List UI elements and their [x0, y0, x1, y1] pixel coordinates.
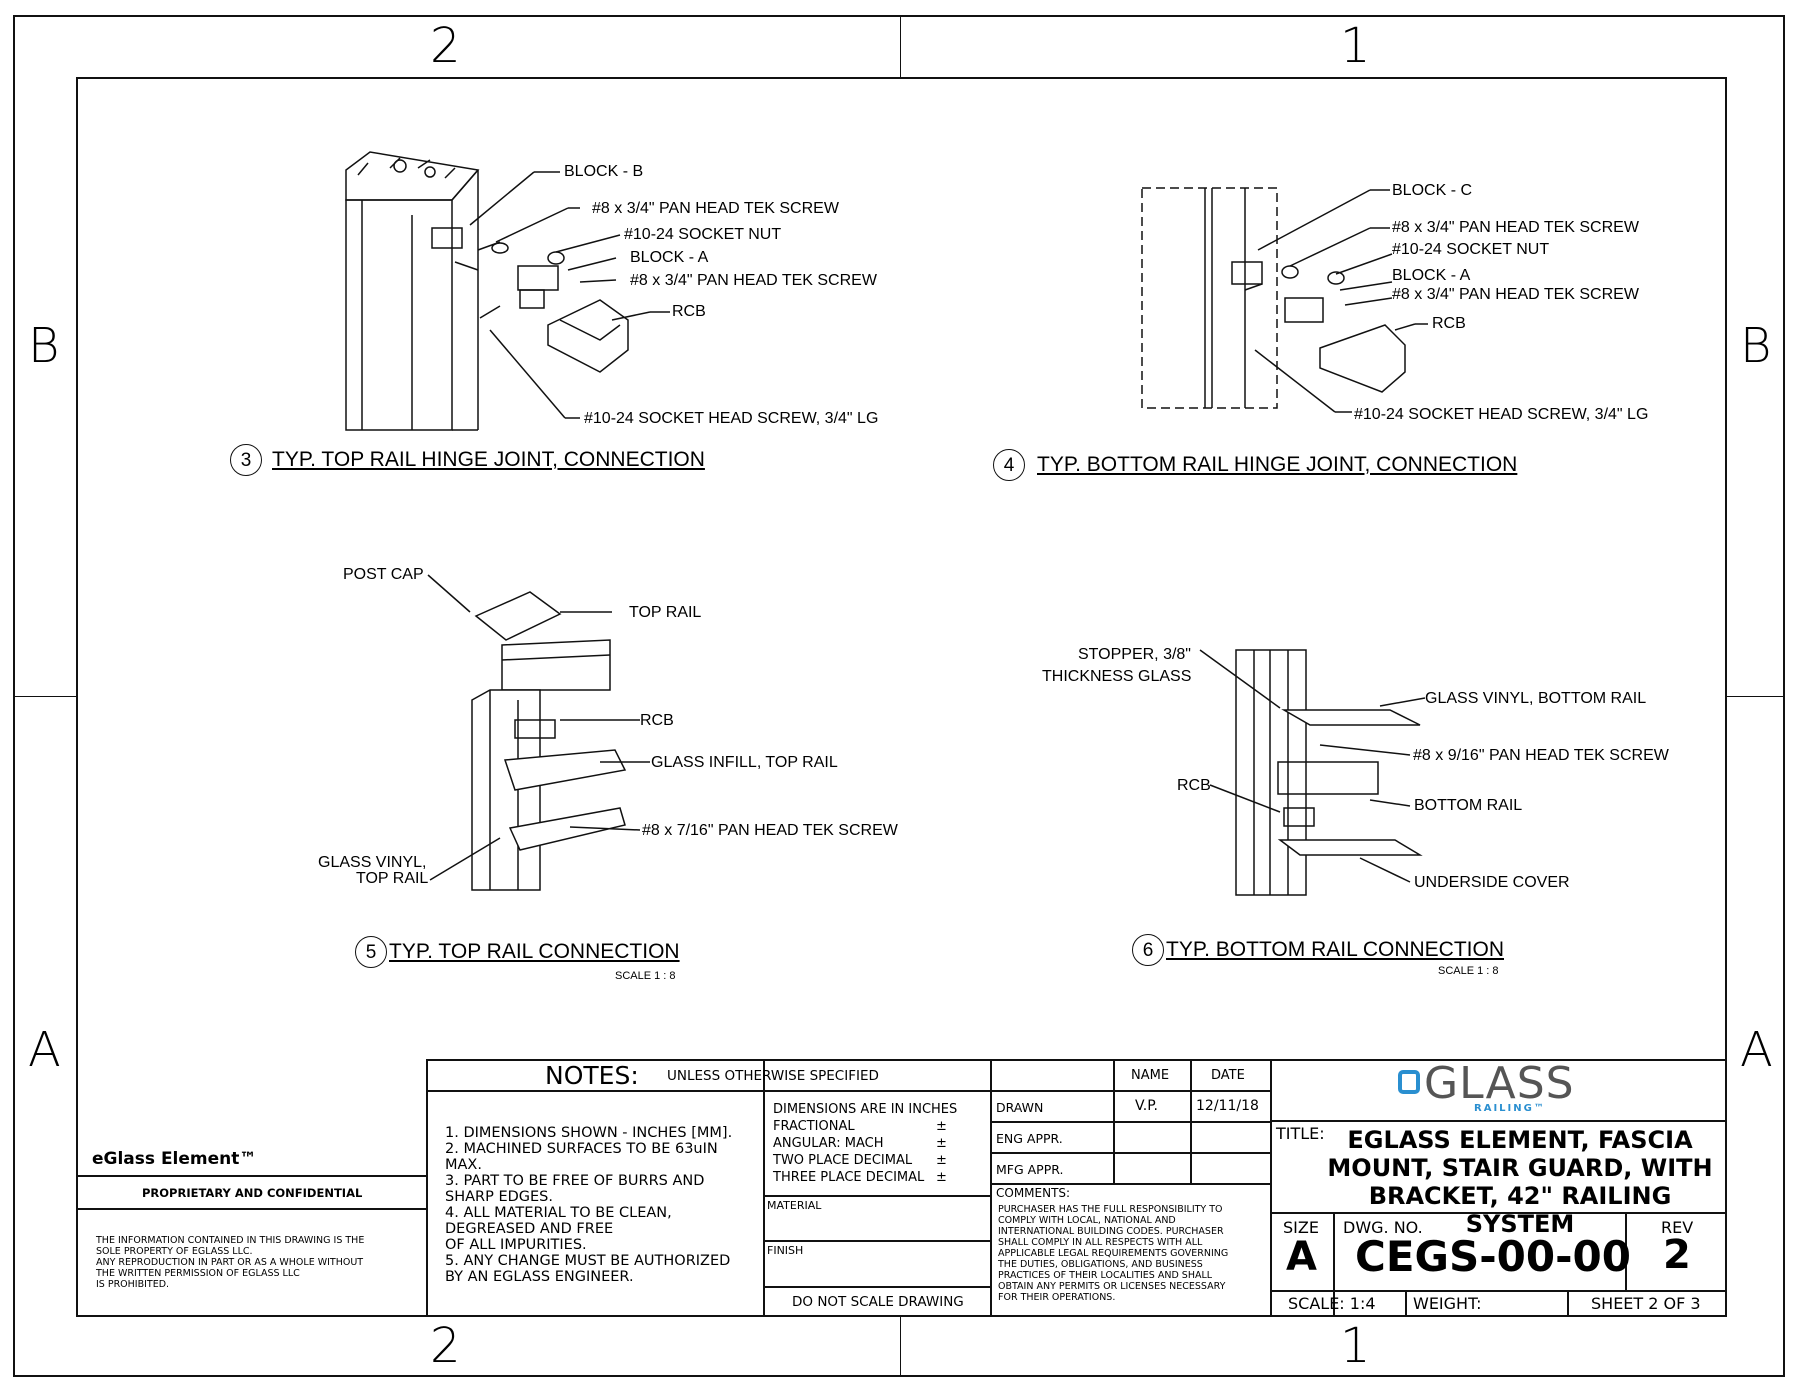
scale-value: SCALE: 1:4	[1288, 1294, 1376, 1313]
notes-heading: NOTES:	[545, 1061, 639, 1090]
callout-socket-head-screw: #10-24 SOCKET HEAD SCREW, 3/4" LG	[1354, 406, 1649, 423]
callout-block-a: BLOCK - A	[1392, 267, 1471, 284]
callout-stopper: THICKNESS GLASS	[1042, 668, 1192, 685]
detail-3-title: TYP. TOP RAIL HINGE JOINT, CONNECTION	[272, 448, 705, 471]
tolerances: DIMENSIONS ARE IN INCHES FRACTIONAL ANGU…	[773, 1102, 958, 1185]
zone-label: B	[28, 318, 60, 374]
zone-divider-right	[1727, 696, 1785, 697]
proprietary-heading: PROPRIETARY AND CONFIDENTIAL	[142, 1186, 363, 1200]
callout-glass-vinyl: TOP RAIL	[356, 870, 429, 887]
eng-appr-label: ENG APPR.	[996, 1131, 1063, 1146]
callout-rcb: RCB	[672, 303, 706, 320]
detail-5-title: TYP. TOP RAIL CONNECTION	[389, 940, 680, 963]
callout-tek-screw: #8 x 3/4" PAN HEAD TEK SCREW	[1392, 286, 1639, 303]
size-value: A	[1286, 1234, 1317, 1280]
callout-top-rail: TOP RAIL	[629, 604, 702, 621]
callout-block-b: BLOCK - B	[564, 163, 644, 180]
detail-5-number: 5	[355, 936, 387, 968]
callout-socket-head-screw: #10-24 SOCKET HEAD SCREW, 3/4" LG	[584, 410, 879, 427]
drawing-title: EGLASS ELEMENT, FASCIA MOUNT, STAIR GUAR…	[1327, 1126, 1713, 1238]
notes-list: 1. DIMENSIONS SHOWN - INCHES [MM].2. MAC…	[445, 1125, 733, 1285]
comments-label: COMMENTS:	[996, 1186, 1071, 1200]
eglass-logo-icon	[1398, 1070, 1420, 1094]
detail-4-number: 4	[993, 449, 1025, 481]
detail-6-scale: SCALE 1 : 8	[1438, 965, 1499, 977]
zone-divider-left	[13, 696, 76, 697]
zone-label: A	[1740, 1022, 1773, 1078]
dwg-no-label: DWG. NO.	[1343, 1218, 1423, 1237]
sheet-number: SHEET 2 OF 3	[1591, 1294, 1701, 1313]
finish-field: FINISH	[767, 1244, 804, 1257]
tolerance-values: ±± ±±	[936, 1119, 947, 1185]
detail-4-title: TYP. BOTTOM RAIL HINGE JOINT, CONNECTION	[1037, 453, 1518, 476]
date-header: DATE	[1211, 1068, 1245, 1083]
callout-tek-screw: #8 x 3/4" PAN HEAD TEK SCREW	[1392, 219, 1639, 236]
callout-rcb: RCB	[1432, 315, 1466, 332]
logo-wordmark: GLASS	[1424, 1058, 1575, 1109]
detail-5-parts	[427, 574, 650, 891]
callout-block-c: BLOCK - C	[1392, 182, 1473, 199]
notes-subheading: UNLESS OTHERWISE SPECIFIED	[667, 1068, 879, 1084]
callout-socket-nut: #10-24 SOCKET NUT	[1392, 241, 1550, 258]
callout-post-cap: POST CAP	[343, 566, 424, 583]
detail-6-title: TYP. BOTTOM RAIL CONNECTION	[1166, 938, 1504, 961]
drawn-name: V.P.	[1135, 1098, 1158, 1114]
title-block	[426, 1059, 1727, 1317]
detail-5-scale: SCALE 1 : 8	[615, 970, 676, 982]
callout-glass-vinyl: GLASS VINYL, BOTTOM RAIL	[1425, 690, 1647, 707]
zone-label: A	[28, 1022, 61, 1078]
callout-stopper: STOPPER, 3/8"	[1078, 646, 1191, 663]
zone-label: 2	[430, 18, 461, 74]
callout-rcb: RCB	[1177, 777, 1211, 794]
rev-value: 2	[1663, 1232, 1691, 1278]
detail-4-hardware	[1231, 189, 1428, 413]
detail-6-number: 6	[1132, 934, 1164, 966]
detail-6-parts	[1199, 649, 1426, 896]
detail-3-post	[345, 151, 480, 431]
detail-4-post	[1141, 187, 1278, 409]
callout-tek-screw: #8 x 9/16" PAN HEAD TEK SCREW	[1413, 747, 1669, 764]
material-field: MATERIAL	[767, 1199, 822, 1212]
drawn-label: DRAWN	[996, 1100, 1044, 1115]
rev-label: REV	[1661, 1218, 1694, 1237]
zone-label: 1	[1340, 18, 1371, 74]
callout-tek-screw: #8 x 7/16" PAN HEAD TEK SCREW	[642, 822, 898, 839]
inner-border	[76, 77, 1727, 1317]
callout-rcb: RCB	[640, 712, 674, 729]
size-label: SIZE	[1283, 1218, 1319, 1237]
callout-underside-cover: UNDERSIDE COVER	[1414, 874, 1570, 891]
detail-3-number: 3	[230, 444, 262, 476]
callout-glass-vinyl: GLASS VINYL,	[318, 854, 427, 871]
dwg-no-value: CEGS-00-00	[1355, 1232, 1631, 1281]
title-label: TITLE:	[1276, 1124, 1325, 1143]
callout-block-a: BLOCK - A	[630, 249, 709, 266]
callout-glass-infill: GLASS INFILL, TOP RAIL	[651, 754, 838, 771]
callout-tek-screw: #8 x 3/4" PAN HEAD TEK SCREW	[630, 272, 877, 289]
do-not-scale: DO NOT SCALE DRAWING	[792, 1294, 964, 1310]
callout-bottom-rail: BOTTOM RAIL	[1414, 797, 1523, 814]
name-header: NAME	[1131, 1068, 1170, 1083]
mfg-appr-label: MFG APPR.	[996, 1162, 1064, 1177]
product-name: eGlass Element™	[92, 1149, 257, 1169]
logo-subtext: RAILING™	[1474, 1103, 1546, 1114]
zone-divider-bottom	[900, 1317, 901, 1377]
callout-tek-screw: #8 x 3/4" PAN HEAD TEK SCREW	[592, 200, 839, 217]
proprietary-text: THE INFORMATION CONTAINED IN THIS DRAWIN…	[96, 1235, 365, 1290]
weight-label: WEIGHT:	[1413, 1294, 1482, 1313]
comments-text: PURCHASER HAS THE FULL RESPONSIBILITY TO…	[998, 1204, 1229, 1303]
proprietary-divider	[76, 1175, 426, 1177]
zone-label: B	[1740, 318, 1772, 374]
zone-label: 1	[1340, 1318, 1371, 1374]
callout-socket-nut: #10-24 SOCKET NUT	[624, 226, 782, 243]
drawn-date: 12/11/18	[1196, 1098, 1259, 1114]
zone-label: 2	[430, 1318, 461, 1374]
zone-divider-top	[900, 15, 901, 77]
detail-3-hardware	[431, 171, 670, 419]
